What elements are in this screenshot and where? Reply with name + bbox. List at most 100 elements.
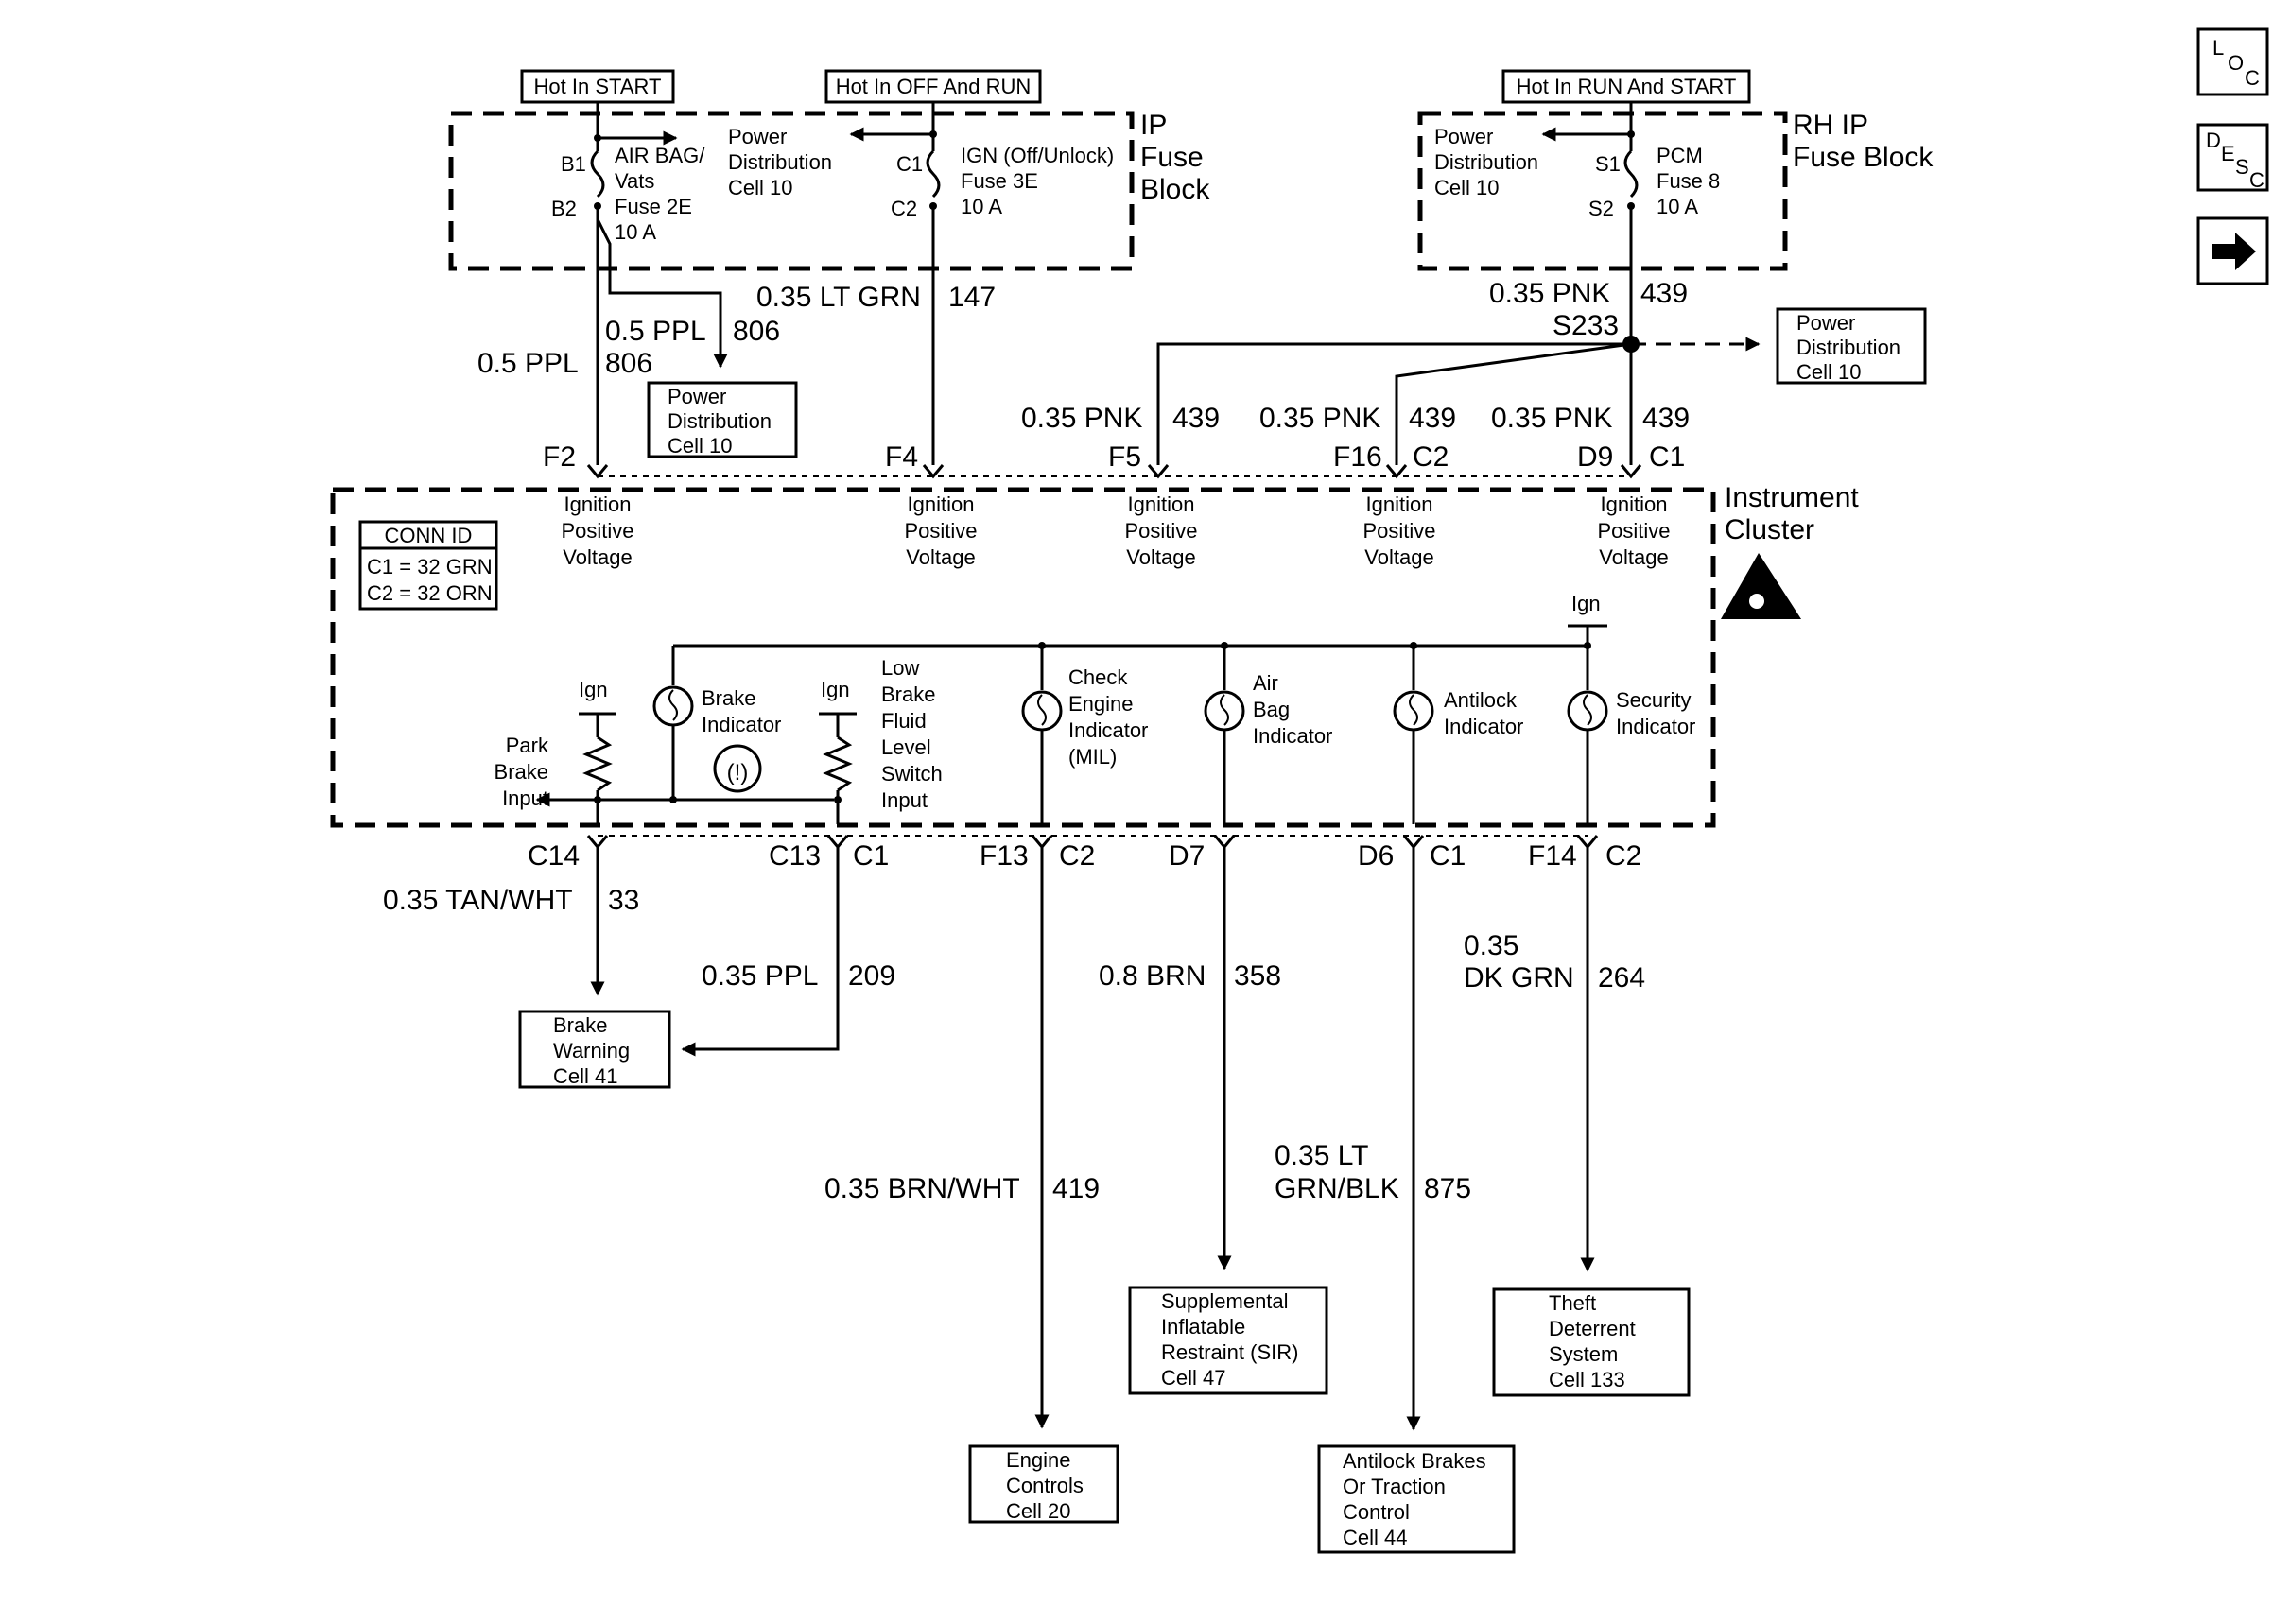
- desc-letter-2: E: [2221, 142, 2235, 165]
- air-bag-bulb-icon: [1204, 690, 1245, 732]
- fuse-2e-icon: [590, 149, 605, 199]
- svg-text:Supplemental: Supplemental: [1161, 1289, 1289, 1313]
- dest-brake-warning[interactable]: Brake Warning Cell 41: [518, 1010, 671, 1089]
- wire-209-circuit: 209: [848, 960, 895, 992]
- ip-pd-cell-line-3: Cell 10: [728, 176, 792, 199]
- svg-text:Voltage: Voltage: [1126, 545, 1195, 569]
- wire-439-f16-circuit: 439: [1409, 403, 1456, 434]
- fuse-2e-line-2: Vats: [615, 169, 654, 193]
- svg-text:Antilock Brakes: Antilock Brakes: [1343, 1449, 1486, 1473]
- next-page-button[interactable]: [2196, 216, 2269, 285]
- wire-209-color: 0.35 PPL: [702, 960, 818, 992]
- rh-pd-cell-line-2: Distribution: [1434, 150, 1538, 174]
- hot-in-off-run-text: Hot In OFF And RUN: [836, 75, 1032, 98]
- cluster-title-1: Instrument: [1725, 482, 1859, 513]
- wire-439-f16-color: 0.35 PNK: [1259, 403, 1380, 434]
- svg-text:Cell 20: Cell 20: [1006, 1499, 1070, 1523]
- svg-text:System: System: [1549, 1342, 1618, 1366]
- park-brake-label-3: Input: [502, 786, 548, 810]
- desc-button[interactable]: D E S C: [2196, 123, 2269, 192]
- svg-text:Brake: Brake: [553, 1013, 607, 1037]
- wire-439-top-circuit: 439: [1640, 278, 1688, 309]
- park-brake-resistor-icon: [582, 735, 613, 792]
- wire-875-color-1: 0.35 LT: [1275, 1140, 1369, 1171]
- pin-c1-bottom-a: C1: [853, 840, 889, 872]
- fuse-3e-line-2: Fuse 3E: [961, 169, 1038, 193]
- svg-text:Voltage: Voltage: [906, 545, 975, 569]
- brake-indicator-label-2: Indicator: [702, 713, 781, 736]
- antilock-label-1: Antilock: [1444, 688, 1518, 712]
- ref-power-distribution-806[interactable]: Power Distribution Cell 10: [647, 381, 798, 458]
- pin-f13: F13: [980, 840, 1029, 872]
- svg-text:Voltage: Voltage: [1364, 545, 1433, 569]
- esd-sensitive-icon: [1721, 553, 1801, 619]
- ip-pd-cell-line-2: Distribution: [728, 150, 832, 174]
- svg-text:Ignition: Ignition: [564, 492, 632, 516]
- fluid-label-5: Switch: [881, 762, 943, 786]
- pin-s1: S1: [1595, 152, 1621, 176]
- check-engine-label-3: Indicator: [1068, 718, 1148, 742]
- svg-text:Deterrent: Deterrent: [1549, 1317, 1636, 1340]
- svg-text:Positive: Positive: [1362, 519, 1435, 543]
- park-brake-label-2: Brake: [495, 760, 548, 784]
- wire-806b-circuit: 806: [605, 348, 652, 379]
- brake-indicator-bulb-icon: [652, 685, 694, 727]
- svg-text:Positive: Positive: [904, 519, 977, 543]
- right-arrow-icon: [2212, 233, 2256, 270]
- dest-engine-controls[interactable]: Engine Controls Cell 20: [968, 1444, 1119, 1524]
- conn-id-c2: C2 = 32 ORN: [367, 581, 493, 605]
- svg-text:Or Traction: Or Traction: [1343, 1475, 1446, 1498]
- dest-antilock-brakes[interactable]: Antilock Brakes Or Traction Control Cell…: [1317, 1444, 1516, 1554]
- fuse-2e-line-4: 10 A: [615, 220, 656, 244]
- bottom-connector-pins: C14 C13 C1 F13 C2 D7 D6 C1 F14 C2: [528, 835, 1641, 872]
- fluid-label-3: Fluid: [881, 709, 927, 733]
- fluid-label-2: Brake: [881, 682, 935, 706]
- pin-c1-bottom-b: C1: [1430, 840, 1466, 872]
- svg-text:Inflatable: Inflatable: [1161, 1315, 1245, 1339]
- ref-806-line-1: Power: [668, 385, 726, 408]
- antilock-label-2: Indicator: [1444, 715, 1523, 738]
- pin-f16: F16: [1333, 441, 1382, 473]
- rh-pd-cell-line-1: Power: [1434, 125, 1493, 148]
- rh-ip-fuse-block: RH IP Fuse Block Power Distribution Cell…: [1417, 110, 1934, 271]
- pin-f2: F2: [543, 441, 576, 473]
- fluid-label-4: Level: [881, 735, 931, 759]
- air-bag-label-1: Air: [1253, 671, 1278, 695]
- ref-power-distribution-s233[interactable]: Power Distribution Cell 10: [1776, 307, 1927, 385]
- ip-fuse-block-title-3: Block: [1140, 174, 1210, 205]
- rh-pd-cell-line-3: Cell 10: [1434, 176, 1499, 199]
- air-bag-label-3: Indicator: [1253, 724, 1332, 748]
- dest-theft-deterrent[interactable]: Theft Deterrent System Cell 133: [1492, 1287, 1691, 1397]
- svg-text:Positive: Positive: [561, 519, 633, 543]
- svg-text:Controls: Controls: [1006, 1474, 1084, 1497]
- svg-text:Engine: Engine: [1006, 1448, 1071, 1472]
- ign-label-fluid: Ign: [821, 678, 850, 701]
- loc-button[interactable]: L O C: [2196, 27, 2269, 96]
- pin-c13: C13: [769, 840, 821, 872]
- pin-f4: F4: [885, 441, 918, 473]
- check-engine-label-2: Engine: [1068, 692, 1134, 716]
- security-label-2: Indicator: [1616, 715, 1695, 738]
- dest-sir[interactable]: Supplemental Inflatable Restraint (SIR) …: [1128, 1286, 1328, 1395]
- ign-pos-f4: Ignition Positive Voltage: [904, 492, 977, 569]
- instrument-cluster: Instrument Cluster Ignition Positive Vol…: [330, 482, 1859, 828]
- svg-text:Control: Control: [1343, 1500, 1410, 1524]
- pin-d6: D6: [1358, 840, 1394, 872]
- svg-text:Warning: Warning: [553, 1039, 630, 1063]
- conn-id-box: CONN ID C1 = 32 GRN C2 = 32 ORN: [358, 520, 498, 611]
- ign-label-security: Ign: [1571, 592, 1601, 615]
- desc-letter-1: D: [2206, 129, 2221, 152]
- cluster-title-2: Cluster: [1725, 514, 1814, 545]
- wire-264-color-1: 0.35: [1464, 930, 1518, 961]
- svg-text:Voltage: Voltage: [1599, 545, 1668, 569]
- svg-text:Ignition: Ignition: [908, 492, 975, 516]
- fluid-label-1: Low: [881, 656, 919, 680]
- wire-358-circuit: 358: [1234, 960, 1281, 992]
- ign-pos-f2: Ignition Positive Voltage: [561, 492, 633, 569]
- fuse-3e-line-1: IGN (Off/Unlock): [961, 144, 1114, 167]
- pin-b2: B2: [551, 197, 577, 220]
- hot-in-run-start-label: Hot In RUN And START: [1501, 69, 1751, 104]
- svg-text:Ignition: Ignition: [1128, 492, 1195, 516]
- pin-c1-fuse: C1: [896, 152, 923, 176]
